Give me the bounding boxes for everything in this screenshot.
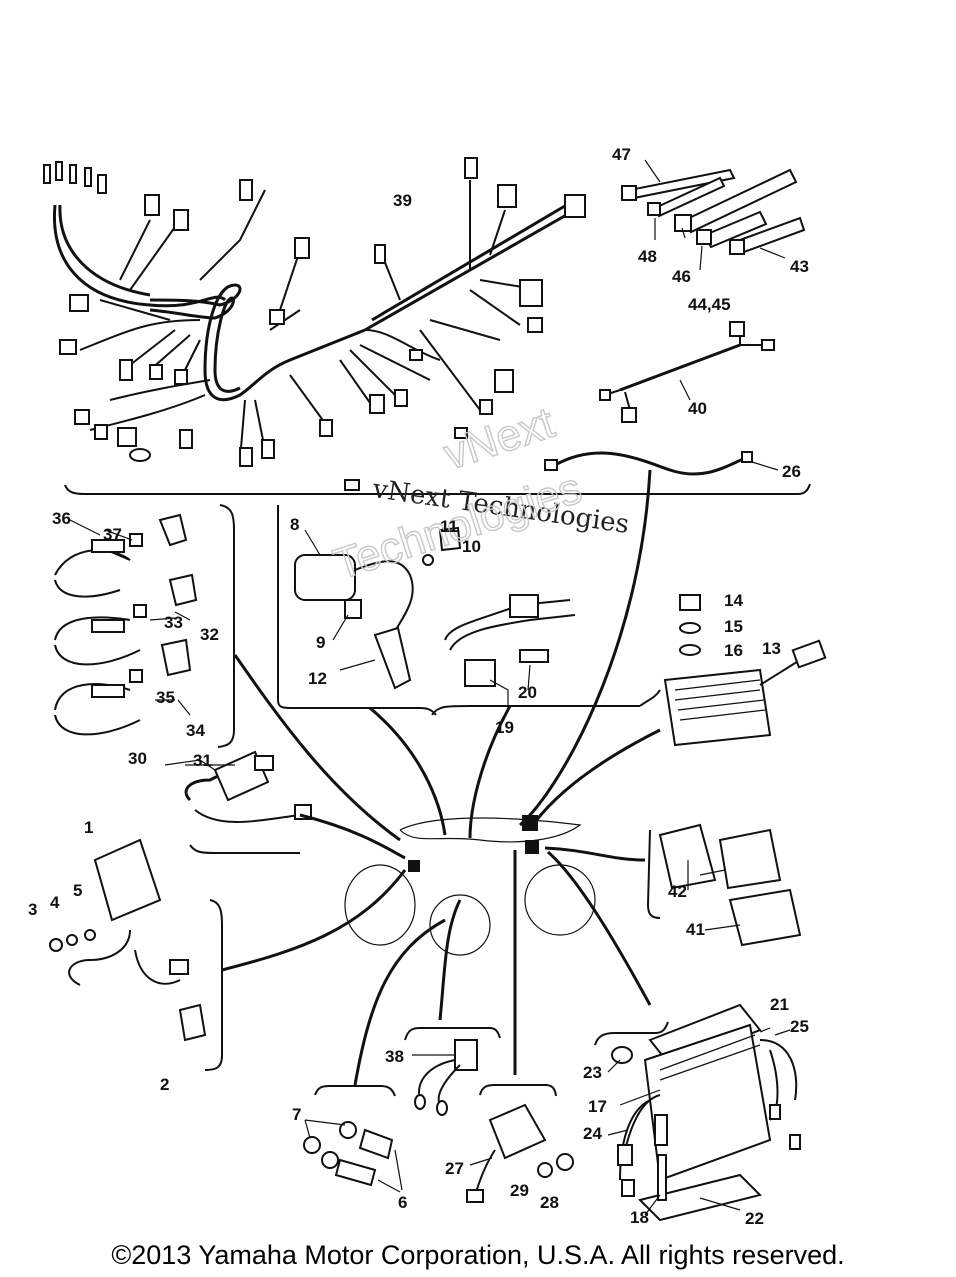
callout-11: 11 — [440, 517, 458, 536]
cable-ties — [621, 159, 806, 271]
callout-6: 6 — [398, 1193, 407, 1212]
starter-relay — [466, 1084, 574, 1203]
callout-15: 15 — [724, 617, 743, 636]
callout-33: 33 — [164, 613, 183, 632]
callout-14: 14 — [724, 591, 743, 610]
callout-1: 1 — [84, 818, 93, 837]
callout-37: 37 — [103, 525, 122, 544]
callout-40: 40 — [688, 399, 707, 418]
relay-group — [431, 594, 640, 716]
watermark-outline-a: vNext — [438, 398, 560, 479]
callout-5: 5 — [73, 881, 82, 900]
callout-26: 26 — [782, 462, 801, 481]
callout-16: 16 — [724, 641, 743, 660]
callout-47: 47 — [612, 145, 631, 164]
callout-27: 27 — [445, 1159, 464, 1178]
callout-32: 32 — [200, 625, 219, 644]
callout-43: 43 — [790, 257, 809, 276]
ignition-coil-group — [277, 505, 462, 716]
lead-wire — [544, 451, 779, 476]
leader-lines — [221, 469, 661, 1086]
cdi-unit — [49, 838, 223, 1071]
callout-numbers: 1 2 3 4 5 6 7 8 9 10 11 12 13 14 15 16 1… — [28, 145, 809, 1228]
callout-4: 4 — [50, 893, 60, 912]
callout-7: 7 — [292, 1105, 301, 1124]
rectifier-regulator — [639, 594, 827, 747]
harness-bracket — [64, 483, 811, 495]
coupler-38 — [404, 1027, 501, 1116]
callout-44-45: 44,45 — [688, 295, 731, 314]
callout-23: 23 — [583, 1063, 602, 1082]
callout-24: 24 — [583, 1124, 602, 1143]
callout-9: 9 — [316, 633, 325, 652]
callout-42: 42 — [668, 882, 687, 901]
callout-34: 34 — [186, 721, 205, 740]
callout-36: 36 — [52, 509, 71, 528]
callout-13: 13 — [762, 639, 781, 658]
battery-group — [594, 1003, 801, 1222]
coupler-covers — [646, 823, 802, 947]
callout-19: 19 — [495, 718, 514, 737]
callout-8: 8 — [290, 515, 299, 534]
callout-29: 29 — [510, 1181, 529, 1200]
callout-18: 18 — [630, 1208, 649, 1227]
callout-25: 25 — [790, 1017, 809, 1036]
switch-6-7 — [303, 1085, 403, 1193]
callout-28: 28 — [540, 1193, 559, 1212]
callout-3: 3 — [28, 900, 37, 919]
callout-35: 35 — [156, 688, 175, 707]
callout-46: 46 — [672, 267, 691, 286]
neutral-switch-lead — [164, 750, 312, 854]
switch-leads-group — [54, 504, 235, 748]
callout-10: 10 — [462, 537, 481, 556]
callout-31: 31 — [193, 751, 212, 770]
sub-harness — [599, 321, 775, 423]
callout-48: 48 — [638, 247, 657, 266]
copyright-notice: ©2013 Yamaha Motor Corporation, U.S.A. A… — [111, 1240, 845, 1270]
callout-20: 20 — [518, 683, 537, 702]
callout-41: 41 — [686, 920, 705, 939]
callout-17: 17 — [588, 1097, 607, 1116]
callout-12: 12 — [308, 669, 327, 688]
wire-harness — [43, 157, 586, 491]
callout-30: 30 — [128, 749, 147, 768]
callout-38: 38 — [385, 1047, 404, 1066]
callout-21: 21 — [770, 995, 789, 1014]
callout-2: 2 — [160, 1075, 169, 1094]
callout-22: 22 — [745, 1209, 764, 1228]
callout-39: 39 — [393, 191, 412, 210]
